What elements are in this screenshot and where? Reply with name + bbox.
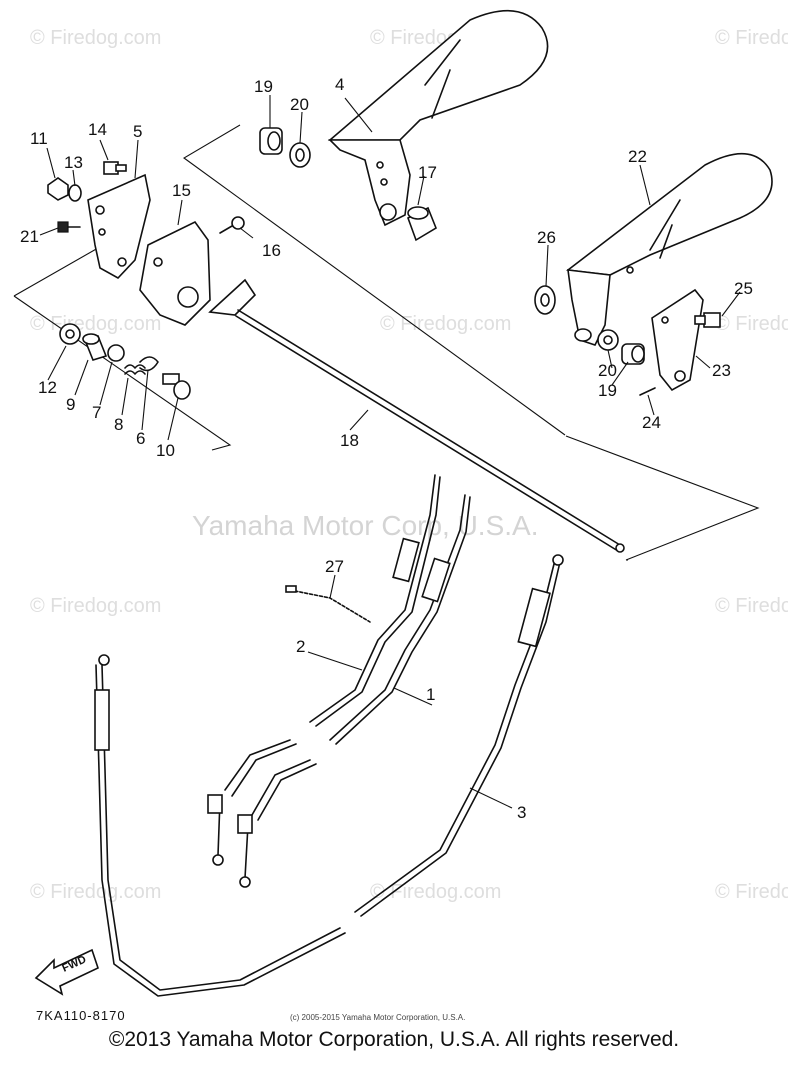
tiller-handle-right	[565, 152, 773, 346]
figure-code: 7KA110-8170	[36, 1008, 126, 1023]
cable-3	[94, 554, 564, 997]
washer-20-lower	[597, 329, 619, 351]
watermark: © Firedog.com	[30, 595, 161, 617]
clip-6	[139, 356, 159, 372]
callout-24: 24	[642, 413, 661, 432]
callout-15: 15	[172, 181, 191, 200]
callout-4: 4	[335, 75, 344, 94]
callout-22: 22	[628, 147, 647, 166]
footer-copyright: ©2013 Yamaha Motor Corporation, U.S.A. A…	[108, 1028, 680, 1051]
callout-18: 18	[340, 431, 359, 450]
bracket-23	[651, 288, 704, 392]
washer-13	[68, 184, 82, 202]
leader-lines	[39, 95, 741, 809]
bushing-26	[534, 285, 556, 315]
center-watermark: Yamaha Motor Corp, U.S.A.	[192, 510, 539, 541]
cover-15	[139, 220, 211, 326]
callout-19-lower: 19	[598, 381, 617, 400]
screw-21	[57, 221, 81, 233]
callout-5: 5	[133, 122, 142, 141]
callout-10: 10	[156, 441, 175, 460]
washer-7	[107, 344, 125, 362]
callout-6: 6	[136, 429, 145, 448]
watermark: © Firedog.com	[370, 881, 501, 903]
callout-12: 12	[38, 378, 57, 397]
cable-1	[239, 494, 471, 888]
watermark: © Firedog.com	[715, 313, 788, 335]
spring-8	[124, 364, 146, 375]
callout-25: 25	[734, 279, 753, 298]
callout-1: 1	[426, 685, 435, 704]
callout-11: 11	[30, 129, 48, 148]
nut-19-lower	[621, 343, 645, 365]
callout-23: 23	[712, 361, 731, 380]
bolt-25	[694, 312, 721, 328]
shaft-18	[208, 278, 625, 553]
callout-9: 9	[66, 395, 75, 414]
bushing-17	[407, 206, 437, 242]
cable-fittings	[207, 537, 451, 834]
callout-3: 3	[517, 803, 526, 822]
washer-20-upper	[289, 142, 311, 168]
nut-11	[47, 177, 69, 201]
small-copyright: (c) 2005-2015 Yamaha Motor Corporation, …	[290, 1013, 465, 1022]
callout-14: 14	[88, 120, 107, 139]
callout-17: 17	[418, 163, 437, 182]
nut-19-upper	[259, 127, 283, 155]
pin-10	[162, 373, 191, 400]
watermarks: © Firedog.com © Firedog.com © Firedog.co…	[30, 27, 788, 903]
watermark: © Firedog.com	[30, 881, 161, 903]
bracket-5	[87, 173, 151, 280]
watermark: © Firedog.com	[715, 27, 788, 49]
callout-26: 26	[537, 228, 556, 247]
wire-27	[285, 585, 371, 623]
watermark: © Firedog.com	[715, 881, 788, 903]
callout-19-upper: 19	[254, 77, 273, 96]
callout-20-lower: 20	[598, 361, 617, 380]
callout-2: 2	[296, 637, 305, 656]
callout-13: 13	[64, 153, 83, 172]
assembly-frame	[13, 124, 760, 561]
cable-2	[212, 474, 441, 866]
tiller-handle-left	[327, 9, 549, 227]
pin-24	[639, 387, 656, 396]
callout-7: 7	[92, 403, 101, 422]
callout-27: 27	[325, 557, 344, 576]
callout-21: 21	[20, 227, 39, 246]
bushing-9	[82, 333, 108, 361]
washer-12	[59, 323, 81, 345]
watermark: © Firedog.com	[715, 595, 788, 617]
bolt-14	[103, 161, 127, 175]
screw-16	[219, 216, 245, 234]
callout-20-upper: 20	[290, 95, 309, 114]
callout-16: 16	[262, 241, 281, 260]
watermark: © Firedog.com	[380, 313, 511, 335]
watermark: © Firedog.com	[30, 313, 161, 335]
watermark: © Firedog.com	[30, 27, 161, 49]
callouts: 1 2 3 4 5 6 7 8 9 10 11 12 13 14 15 16 1…	[20, 75, 753, 822]
fwd-arrow: FWD	[34, 948, 99, 996]
callout-8: 8	[114, 415, 123, 434]
